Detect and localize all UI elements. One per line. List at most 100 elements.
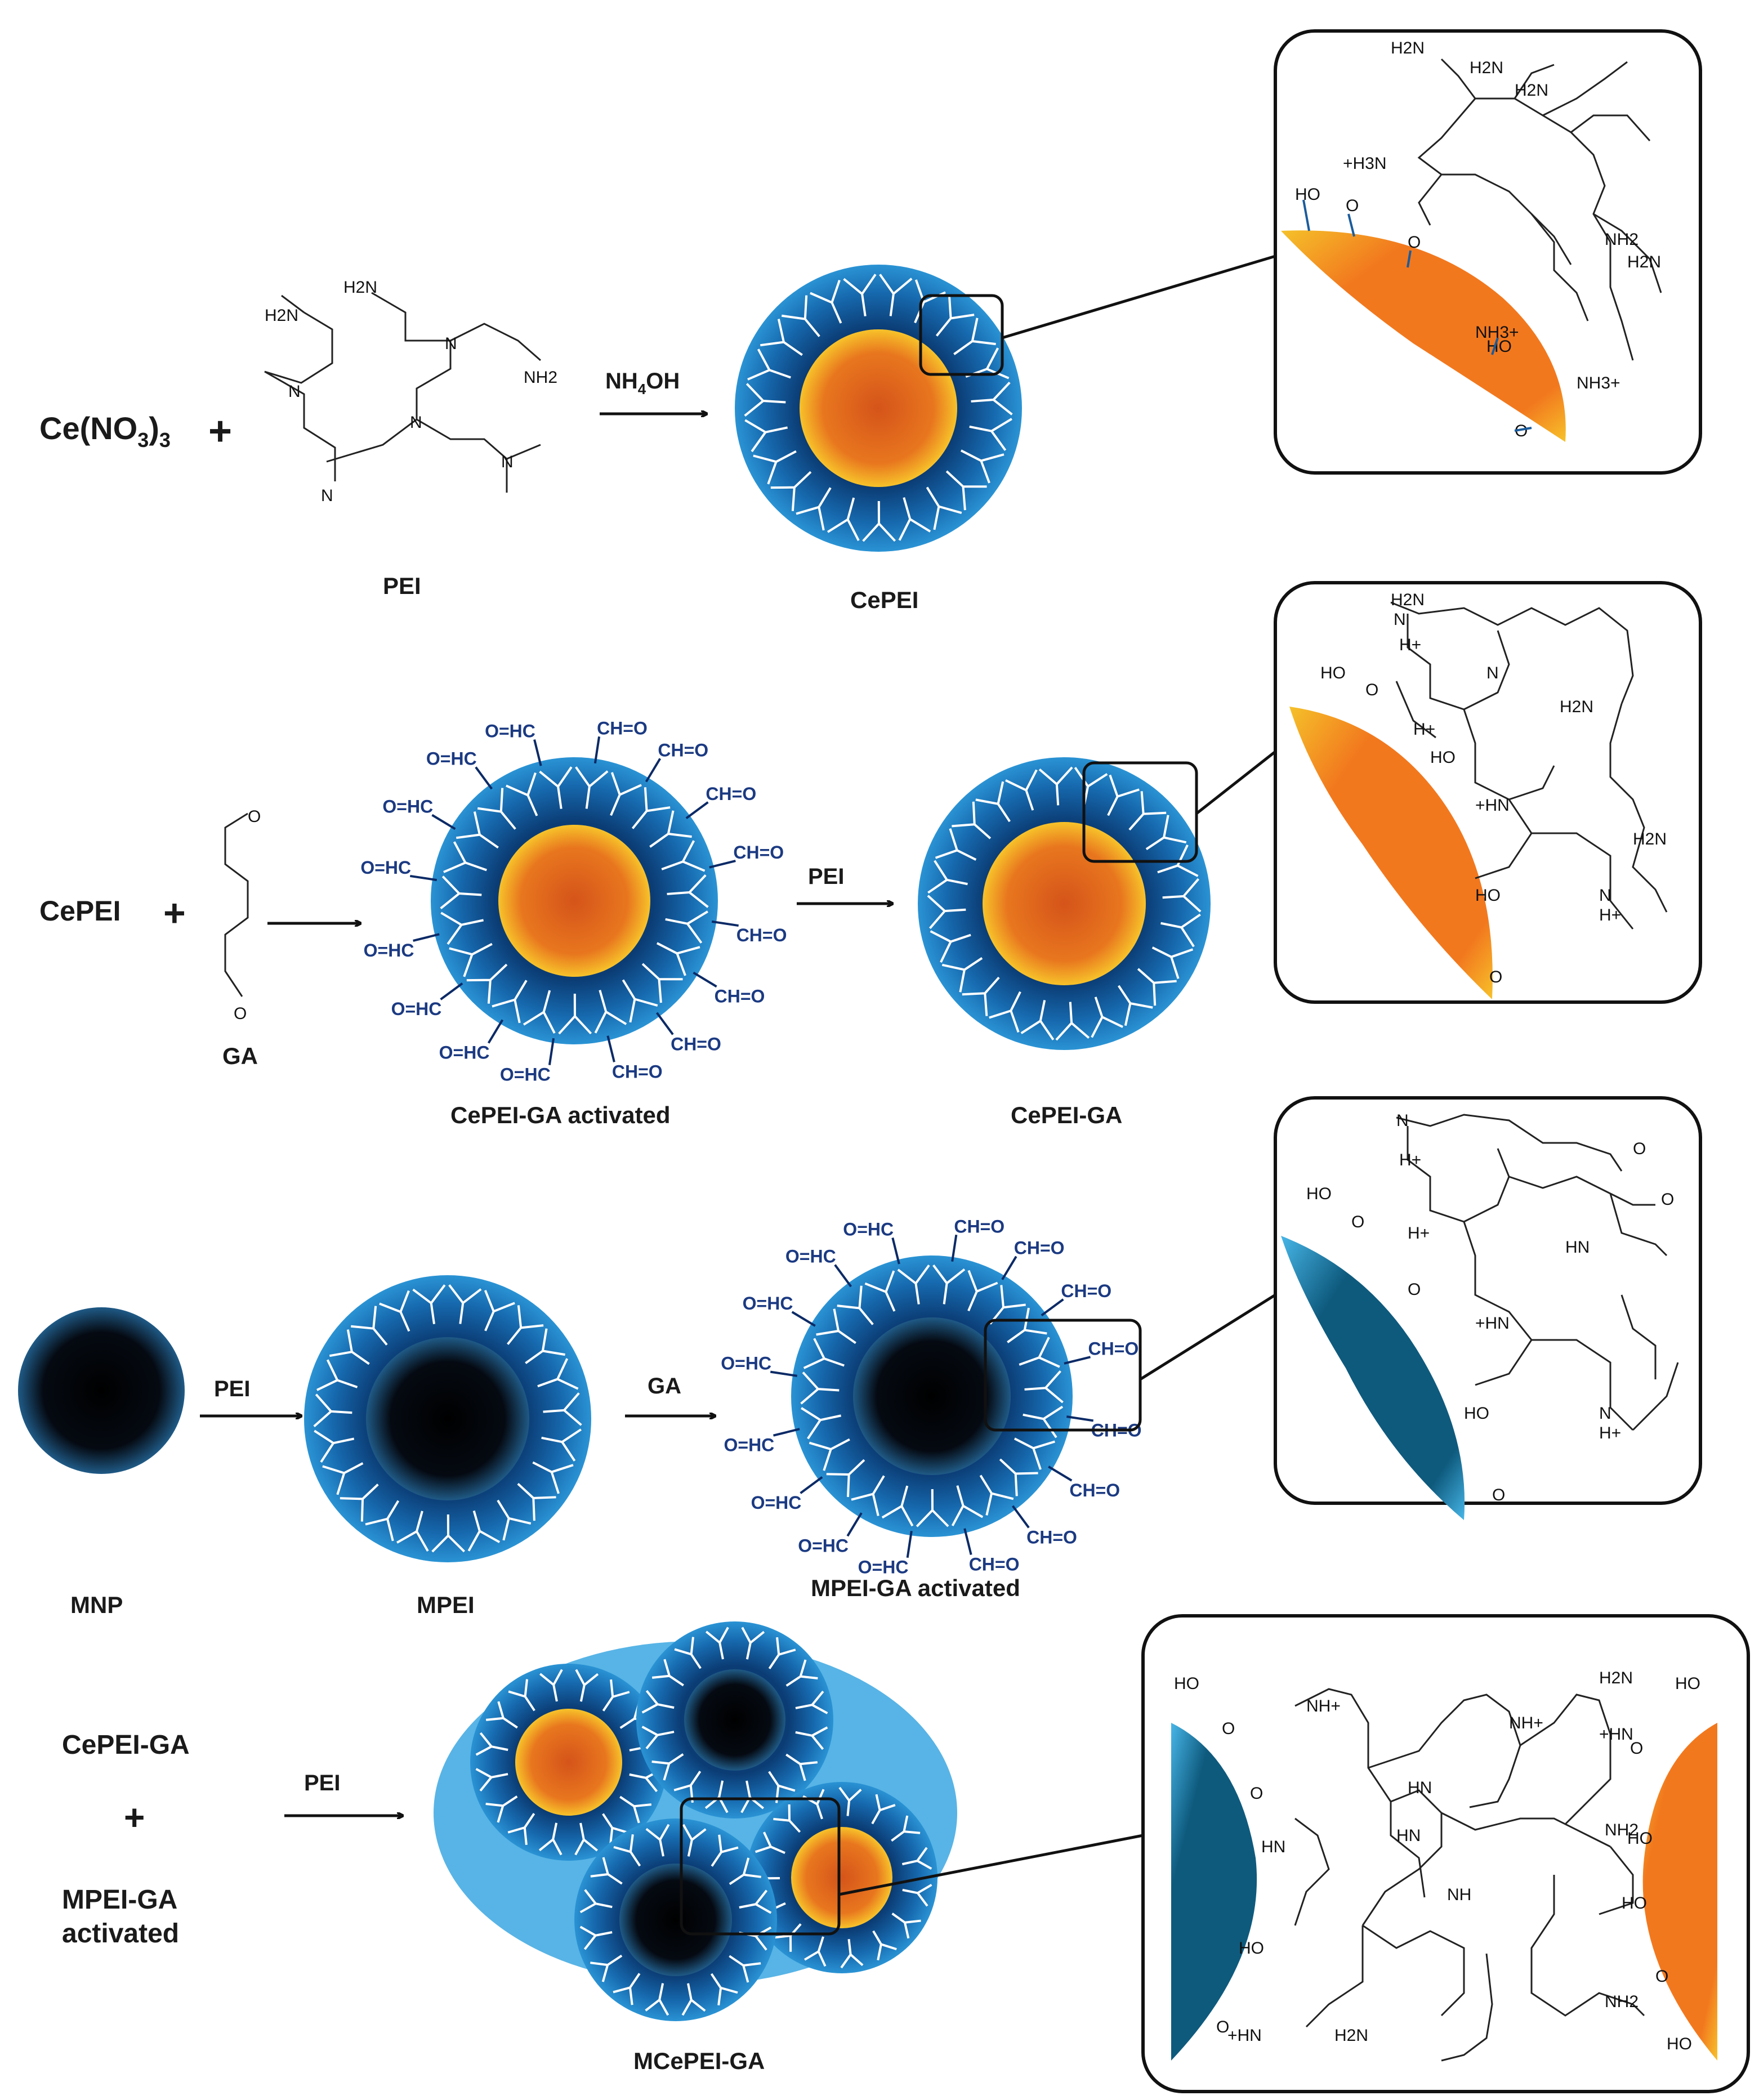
pei-branch (340, 1484, 379, 1522)
aldehyde-linker (711, 920, 739, 927)
inset4-g20: HO (1622, 1894, 1647, 1913)
inset2-g9: H+ (1599, 906, 1621, 924)
inset3-g1: H+ (1399, 1151, 1421, 1169)
inset-4-crescent-orange (1642, 1723, 1717, 2061)
inset1-g10: O (1408, 233, 1421, 252)
mpei-activated-aldehydes: CH=OCH=OCH=OCH=OCH=OCH=OCH=OCH=OO=HCO=HC… (721, 1216, 1141, 1577)
pei-branch (541, 1428, 582, 1462)
pei-branch (351, 1306, 388, 1346)
row4-plus: + (124, 1797, 145, 1838)
aldehyde-linker (655, 1012, 674, 1035)
aldehyde-linker (791, 1311, 816, 1327)
pei-branch (744, 383, 786, 417)
pei-branch (507, 1305, 544, 1345)
pei-branch (313, 1393, 352, 1427)
inset4-g5: HN (1396, 1826, 1421, 1845)
cepei-particle (735, 265, 1022, 552)
pei-branch (826, 1459, 865, 1497)
aldehyde-label: CH=O (671, 1034, 721, 1054)
pei-branch (477, 788, 516, 830)
pei-branch (741, 1627, 765, 1660)
aldehyde-linker (891, 1237, 900, 1265)
row2-cepei-label: CePEI (39, 895, 121, 927)
inset3-g5: N (1599, 1404, 1611, 1423)
pei-branch (785, 1659, 818, 1687)
pei-branch (322, 1462, 364, 1495)
pei-branch (1107, 774, 1140, 816)
pei-branch (475, 1768, 508, 1791)
pei-branch (467, 1510, 501, 1552)
inset3-g12: HO (1464, 1404, 1489, 1423)
pei-branch (803, 1338, 845, 1369)
inset1-g4: NH2 (1605, 230, 1639, 249)
pei-branch (622, 979, 658, 1023)
pei-branch (1055, 1002, 1090, 1041)
mpei-label: MPEI (417, 1592, 475, 1618)
mpei-zoom-box (984, 1319, 1142, 1432)
pei-branch (810, 279, 842, 324)
pei-branch (456, 811, 499, 849)
row4-mpei-ga-line1: MPEI-GA (62, 1885, 177, 1915)
aldehyde-label: O=HC (785, 1246, 836, 1267)
aldehyde-linker (440, 982, 463, 1000)
pei-branch (575, 766, 609, 809)
inset3-g3: HN (1565, 1238, 1590, 1257)
inset-4: NH+ NH+ H2N +HN HN HN HN NH2 NH +HN H2N … (1141, 1614, 1750, 2093)
row3-arrow1-label: PEI (214, 1377, 250, 1401)
pei-branch (739, 1889, 772, 1914)
pei-branch (710, 1973, 738, 2005)
aldehyde-linker (533, 739, 542, 766)
inset2-g15: O (1489, 968, 1502, 986)
pei-branch (667, 874, 709, 908)
row4: CePEI-GA + MPEI-GA activated PEI MCePEI-… (62, 1614, 1750, 2093)
inset4-g4: HN (1408, 1779, 1432, 1797)
aldehyde-label: CH=O (1088, 1338, 1139, 1359)
row3: MNP PEI MPEI GA CH=OCH=OCH=OCH=OCH=OCH=O… (18, 1096, 1702, 1618)
pei-branch (448, 1284, 482, 1324)
aldehyde-label: CH=O (1014, 1238, 1065, 1258)
pei-branch (1151, 946, 1194, 979)
pei-branch (537, 1358, 579, 1390)
pei-amine-2: H2N (343, 278, 377, 297)
inset3-g8: O (1661, 1190, 1674, 1209)
pei-branch (1014, 1437, 1056, 1470)
inset1-g0: H2N (1391, 39, 1425, 57)
pei-branch (785, 1753, 818, 1781)
inset-4-crescent-blue (1171, 1723, 1257, 2061)
pei-structure: H2N H2N NH2 N N N N N (264, 278, 557, 505)
pei-branch (953, 318, 996, 355)
pei-branch (711, 1834, 739, 1867)
aldehyde-label: O=HC (360, 857, 411, 878)
mcepei-ga-label: MCePEI-GA (633, 2048, 765, 2074)
inset4-g14: O (1250, 1784, 1263, 1803)
mpei-activated-branches (800, 1265, 1064, 1527)
pei-branch (952, 801, 992, 839)
inset-1-frame (1274, 29, 1702, 475)
zoom-line-4 (838, 1834, 1144, 1896)
inset-3: N H+ H+ HN +HN N H+ O O HO O O HO O (1274, 1096, 1702, 1520)
pei-branch (879, 274, 913, 316)
pei-branch (590, 1857, 623, 1885)
inset4-g19: HO (1627, 1829, 1653, 1848)
pei-branch (760, 319, 803, 356)
inset2-g11: O (1365, 681, 1378, 699)
inset3-g0: N (1396, 1111, 1409, 1130)
inset4-g18: O (1630, 1739, 1643, 1758)
aldehyde-label: O=HC (858, 1557, 909, 1578)
pei-branch (412, 1284, 446, 1324)
inset4-g21: O (1655, 1967, 1668, 1986)
pei-branch (962, 976, 1000, 1016)
inset-4-frame (1141, 1614, 1750, 2093)
aldehyde-label: O=HC (721, 1353, 771, 1374)
inset3-g11: O (1408, 1280, 1421, 1299)
agg-particle-3-core (791, 1827, 892, 1928)
aldehyde-linker (906, 1530, 913, 1558)
pei-branch (989, 991, 1021, 1033)
mpei-ga-activated-label: MPEI-GA activated (811, 1575, 1020, 1601)
pei-branch (1160, 913, 1201, 948)
ce-nitrate-label: Ce(NO3)3 (39, 410, 171, 452)
aldehyde-linker (951, 1234, 958, 1262)
aldehyde-label: CH=O (715, 986, 765, 1006)
pei-branch (613, 1834, 641, 1867)
